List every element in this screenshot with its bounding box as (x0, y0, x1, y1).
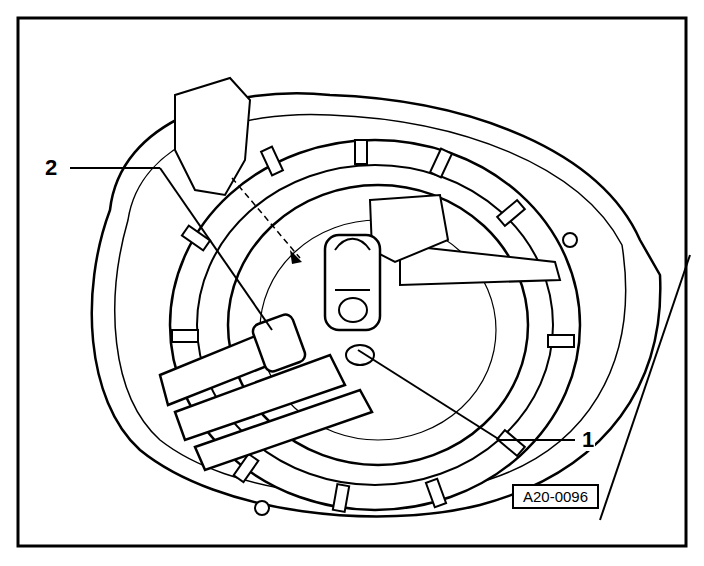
tank-plate (92, 93, 661, 516)
dashed-line (232, 178, 300, 258)
electrical-connector (325, 235, 380, 330)
hole (563, 233, 577, 247)
callout-number: 1 (581, 429, 595, 451)
bracket (175, 78, 250, 195)
flow-connection (346, 345, 374, 365)
locking-ring (170, 140, 580, 510)
figure-id: A20-0096 (523, 489, 588, 504)
leader-line (358, 350, 500, 440)
arrow-head (290, 250, 302, 264)
leader-line (500, 439, 575, 441)
connector-housing (370, 195, 448, 262)
leader-line (160, 168, 272, 330)
callout-number: 2 (44, 157, 58, 179)
frame (18, 18, 686, 546)
ring-tabs (172, 140, 574, 512)
hole (255, 501, 269, 515)
hose-coupling (251, 312, 308, 373)
edge-line (600, 255, 690, 520)
leader-line (70, 167, 160, 169)
figure-id-box: A20-0096 (512, 484, 599, 509)
